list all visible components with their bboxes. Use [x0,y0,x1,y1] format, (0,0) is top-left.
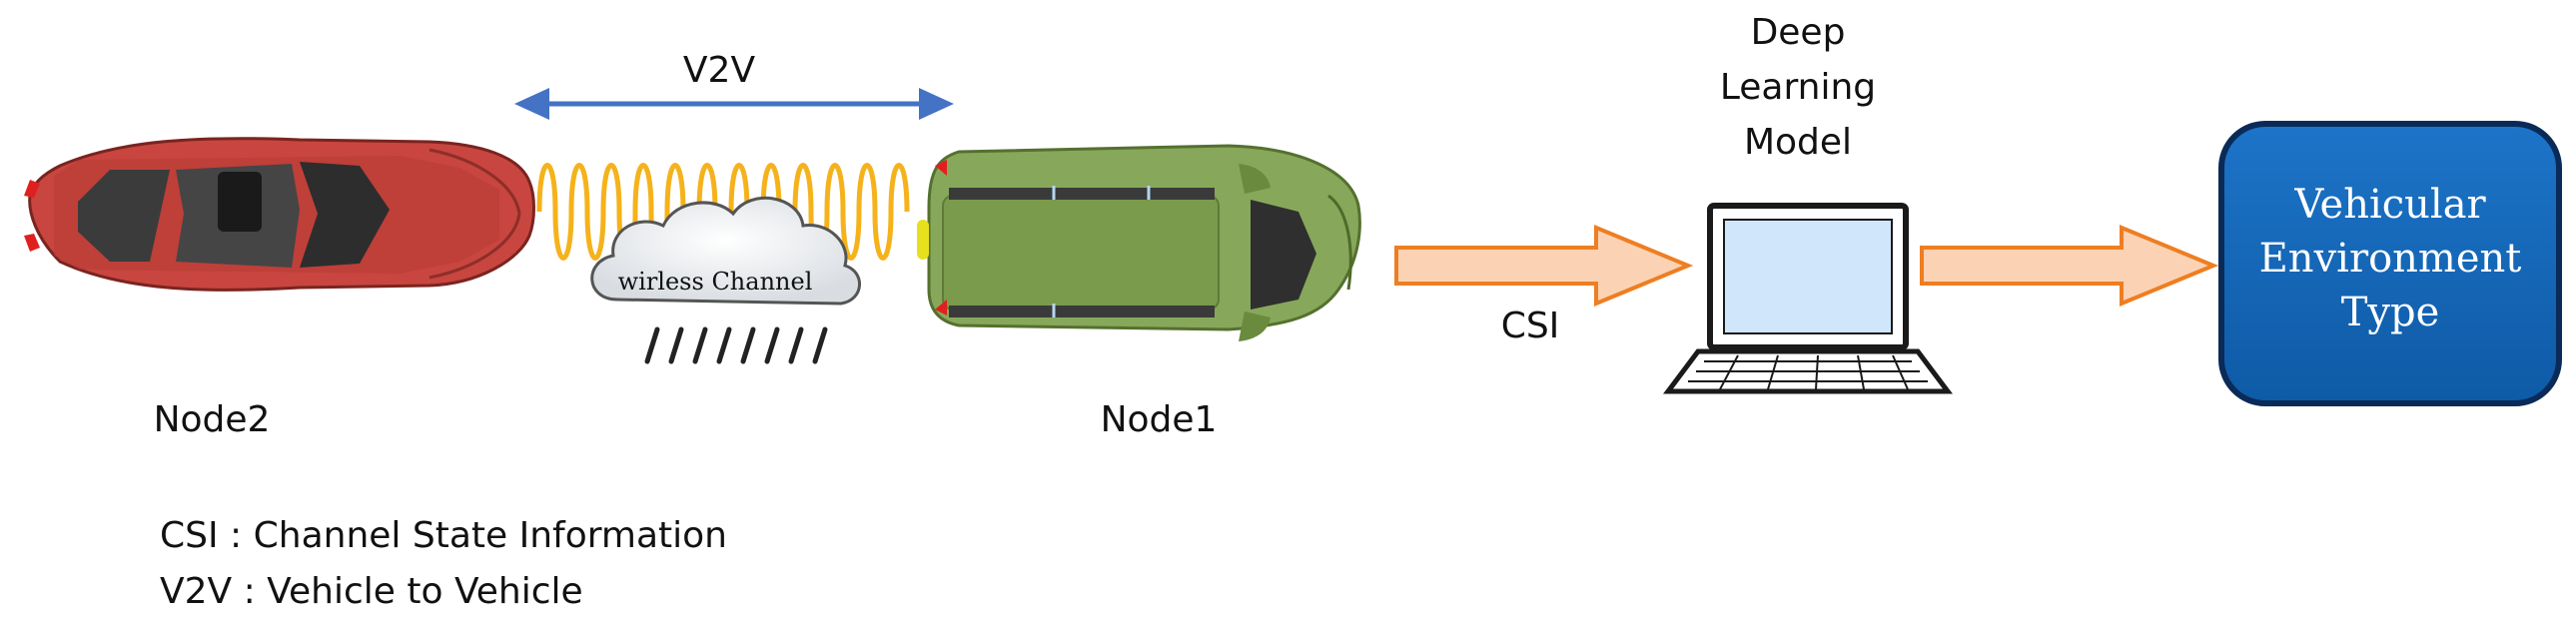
model-label-line-3: Model [1744,122,1852,163]
output-line-2: Environment [2259,236,2522,282]
csi-arrow [1394,225,1694,307]
laptop-icon [1663,203,1953,394]
output-box [2218,121,2562,406]
v2v-label: V2V [683,50,756,91]
output-line-3: Type [2341,290,2440,335]
csi-label: CSI [1501,306,1560,346]
node1-label: Node1 [1101,399,1218,440]
legend-v2v: V2V : Vehicle to Vehicle [160,571,583,612]
v2v-arrow [514,88,954,120]
output-arrow [1920,225,2219,307]
legend-csi: CSI : Channel State Information [160,515,727,556]
cloud-rain-icon: wirless Channel [590,196,861,364]
sedan-car-icon [24,137,535,292]
van-icon [917,144,1361,341]
model-label-line-2: Learning [1720,67,1876,108]
node2-label: Node2 [154,399,271,440]
cloud-label: wirless Channel [618,268,813,296]
model-label-line-1: Deep [1751,12,1846,53]
output-line-1: Vehicular [2293,182,2486,228]
